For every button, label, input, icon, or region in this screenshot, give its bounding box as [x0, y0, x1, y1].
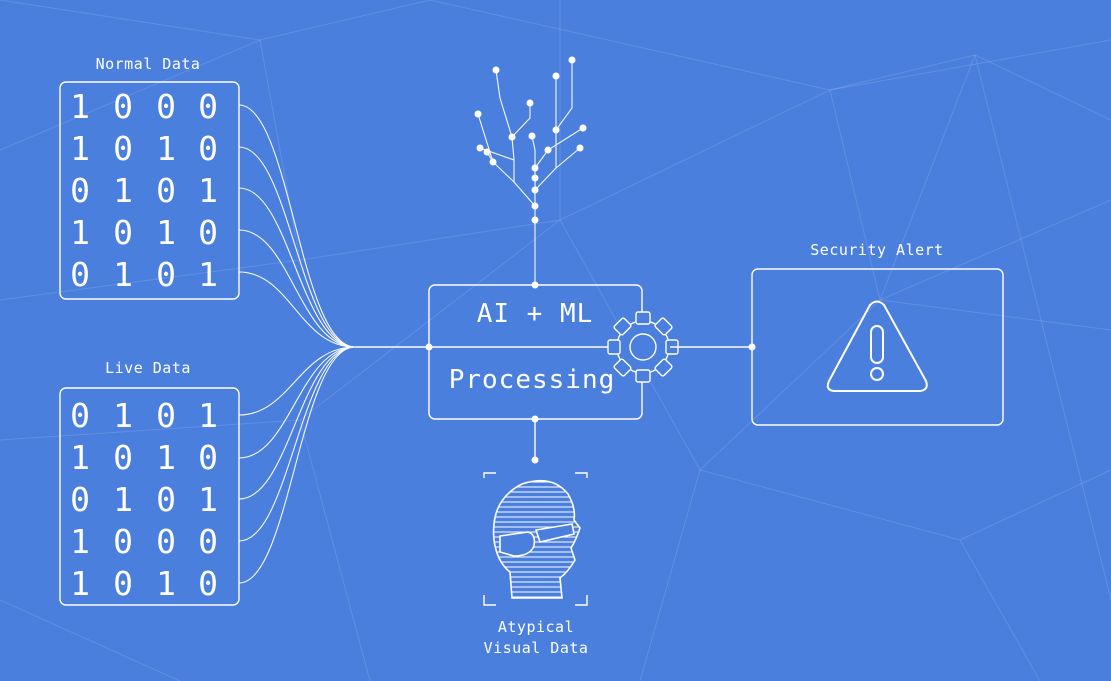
live-data-digit: 1: [198, 396, 218, 435]
processing-box: AI + ML Processing: [428, 284, 643, 420]
normal-data-digit: 0: [113, 213, 133, 252]
live-data-digit: 1: [70, 522, 90, 561]
circuit-tree-icon: [474, 56, 587, 289]
normal-data-digit: 0: [156, 171, 176, 210]
normal-data-title: Normal Data: [96, 55, 201, 73]
normal-data-digit: 0: [198, 213, 218, 252]
connector-curve: [238, 104, 356, 348]
live-data-digit: 1: [70, 564, 90, 603]
live-data-digit: 1: [198, 480, 218, 519]
processing-title: AI + ML: [477, 299, 594, 329]
normal-data-digit: 1: [113, 171, 133, 210]
connector-curve: [238, 229, 356, 348]
data-connectors: [238, 104, 356, 584]
live-data-digit: 1: [70, 438, 90, 477]
connector-curve: [238, 346, 356, 584]
live-data-digit: 1: [113, 480, 133, 519]
processing-subtitle: Processing: [449, 365, 616, 395]
normal-data-digit: 0: [156, 87, 176, 126]
connector-curve: [238, 146, 356, 348]
normal-data-digit: 0: [113, 87, 133, 126]
gear-icon: [607, 311, 679, 383]
live-data-digit: 0: [113, 522, 133, 561]
live-data-digit: 0: [198, 522, 218, 561]
normal-data-digit: 1: [70, 87, 90, 126]
normal-data-digit: 0: [198, 129, 218, 168]
connector-curve: [238, 346, 356, 416]
live-data-digit: 0: [198, 564, 218, 603]
normal-data-digit: 1: [198, 171, 218, 210]
security-alert-panel: Security Alert: [751, 241, 1004, 426]
normal-data-digit: 1: [70, 129, 90, 168]
live-data-digit: 0: [156, 522, 176, 561]
normal-data-digit: 0: [70, 255, 90, 294]
normal-data-digit: 1: [198, 255, 218, 294]
connector-curve: [238, 346, 356, 542]
live-data-digit: 1: [113, 396, 133, 435]
live-data-digit: 0: [113, 564, 133, 603]
connector-curve: [238, 187, 356, 348]
live-data-digit: 0: [70, 480, 90, 519]
live-data-digit: 1: [156, 438, 176, 477]
security-alert-frame: [751, 268, 1004, 426]
live-data-digit: 0: [156, 480, 176, 519]
live-data-frame: [59, 387, 240, 606]
normal-data-digit: 0: [198, 87, 218, 126]
live-data-digit: 0: [113, 438, 133, 477]
connector-curve: [238, 271, 356, 348]
security-alert-title: Security Alert: [810, 241, 943, 259]
normal-data-digit: 0: [156, 255, 176, 294]
visual-data-label-line2: Visual Data: [484, 639, 589, 657]
live-data-digit: 0: [70, 396, 90, 435]
connector-curve: [238, 346, 356, 459]
connector-curve: [238, 346, 356, 500]
normal-data-digit: 1: [156, 213, 176, 252]
normal-data-digit: 1: [70, 213, 90, 252]
normal-data-frame: [59, 81, 240, 300]
normal-data-digit: 0: [113, 129, 133, 168]
normal-data-digit: 0: [70, 171, 90, 210]
warning-triangle-icon: [826, 300, 928, 392]
live-data-title: Live Data: [105, 359, 191, 377]
live-data-digit: 1: [156, 564, 176, 603]
masked-face-icon: [483, 472, 588, 606]
normal-data-digit: 1: [156, 129, 176, 168]
live-data-digit: 0: [156, 396, 176, 435]
visual-data-label-line1: Atypical: [498, 618, 574, 636]
normal-data-digit: 1: [113, 255, 133, 294]
live-data-digit: 0: [198, 438, 218, 477]
